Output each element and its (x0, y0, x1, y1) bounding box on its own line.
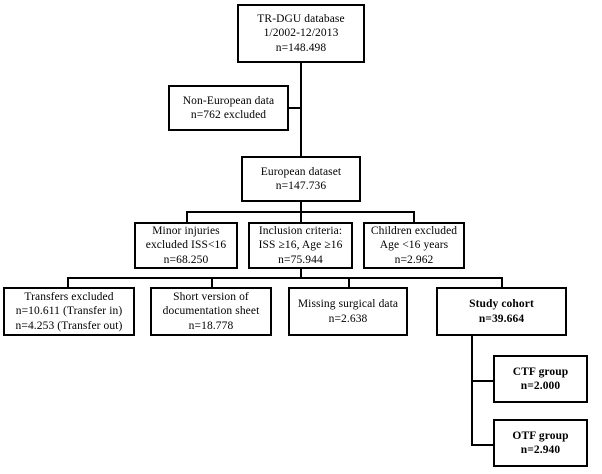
minor-injuries-excluded-box: Minor injuries excluded ISS<16 n=68.250 (134, 222, 238, 269)
node-text-line: n=2.962 (394, 253, 434, 266)
non-european-data-box: Non-European data n=762 excluded (168, 85, 289, 131)
node-text-line: documentation sheet (162, 305, 260, 318)
short-version-documentation-box: Short version of documentation sheet n=1… (150, 287, 272, 336)
node-text-line: Transfers excluded (24, 290, 114, 303)
connector-trunk-to-non-european (288, 107, 302, 109)
ctf-group-box: CTF group n=2.000 (493, 355, 588, 403)
connector-inclusion-to-split (300, 268, 302, 279)
node-text-line: Missing surgical data (297, 298, 399, 310)
node-text-line: Inclusion criteria: (258, 224, 343, 237)
connector-split-to-missing-surgical (348, 277, 350, 288)
node-text-line: n=39.664 (478, 312, 525, 325)
connector-split-to-transfers (67, 277, 69, 288)
node-text-line: ISS ≥16, Age ≥16 (258, 239, 343, 252)
connector-database-to-european (300, 62, 302, 156)
node-text-line: Minor injuries (152, 224, 220, 237)
node-text-line: n=2.000 (520, 380, 561, 392)
node-text-line: n=2.638 (328, 312, 368, 325)
connector-groups-trunk-to-ctf (471, 380, 494, 382)
node-text-line: n=2.940 (520, 444, 561, 456)
node-text-line: n=147.736 (275, 180, 327, 192)
node-text-line: Study cohort (469, 298, 534, 310)
study-cohort-box: Study cohort n=39.664 (436, 287, 567, 336)
node-text-line: n=4.253 (Transfer out) (15, 319, 123, 332)
connector-split-to-inclusion (300, 211, 302, 223)
otf-group-box: OTF group n=2.940 (493, 419, 588, 467)
connector-study-cohort-to-groups (471, 336, 473, 446)
node-text-line: 1/2002-12/2013 (263, 27, 339, 40)
node-text-line: n=10.611 (Transfer in) (15, 305, 123, 318)
node-text-line: CTF group (512, 365, 569, 378)
missing-surgical-data-box: Missing surgical data n=2.638 (288, 287, 408, 336)
connector-split-to-minor-injuries (186, 211, 188, 223)
inclusion-criteria-box: Inclusion criteria: ISS ≥16, Age ≥16 n=7… (248, 222, 353, 269)
node-text-line: Children excluded (370, 224, 458, 237)
node-text-line: n=68.250 (163, 253, 209, 266)
node-text-line: n=148.498 (275, 41, 327, 54)
node-text-line: excluded ISS<16 (145, 239, 227, 252)
node-text-line: OTF group (512, 429, 569, 442)
connector-split-to-study-cohort (501, 277, 503, 288)
children-excluded-box: Children excluded Age <16 years n=2.962 (363, 222, 465, 269)
connector-split-bar-level4 (67, 277, 503, 279)
european-dataset-box: European dataset n=147.736 (241, 156, 361, 202)
node-text-line: Short version of (173, 290, 249, 303)
node-text-line: Non-European data (182, 94, 275, 107)
tr-dgu-database-box: TR-DGU database 1/2002-12/2013 n=148.498 (237, 4, 365, 63)
connector-groups-trunk-to-otf (471, 444, 494, 446)
connector-european-to-split (300, 201, 302, 213)
node-text-line: n=18.778 (188, 319, 234, 332)
node-text-line: European dataset (260, 165, 342, 178)
node-text-line: Age <16 years (379, 239, 449, 252)
connector-split-to-short-version (211, 277, 213, 288)
connector-split-to-children (413, 211, 415, 223)
node-text-line: n=762 excluded (190, 109, 267, 121)
node-text-line: n=75.944 (278, 253, 323, 266)
node-text-line: TR-DGU database (257, 12, 345, 25)
transfers-excluded-box: Transfers excluded n=10.611 (Transfer in… (3, 287, 135, 336)
